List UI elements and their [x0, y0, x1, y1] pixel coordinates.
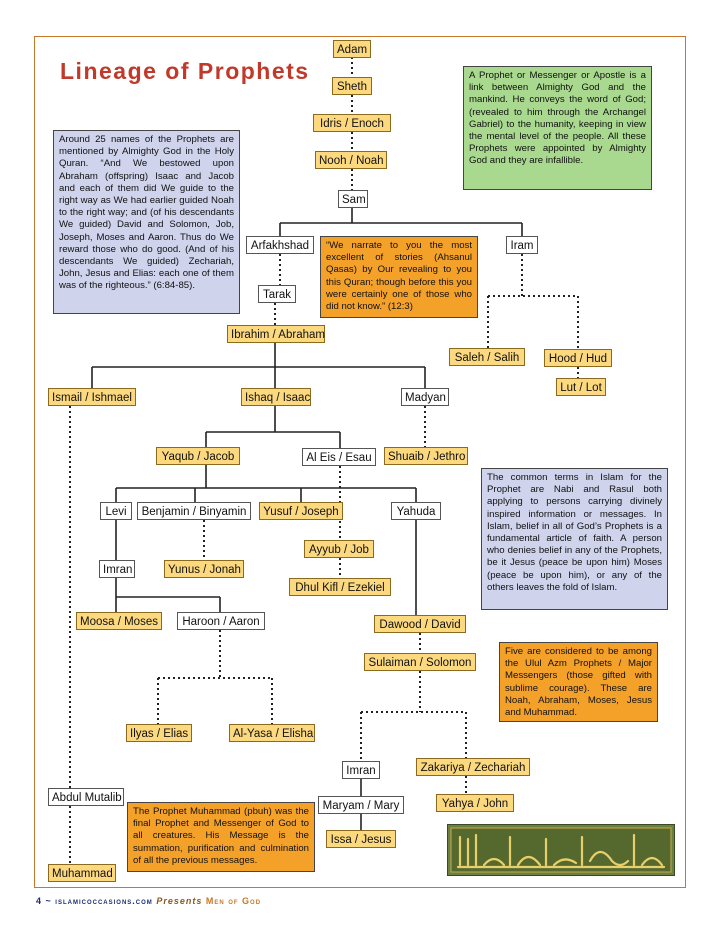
calligraphy-image	[447, 824, 675, 876]
node-adam: Adam	[333, 40, 371, 58]
footer-site: islamicoccasions.com	[55, 896, 153, 906]
footer-page-number: 4 ~	[36, 896, 52, 906]
node-tarak: Tarak	[258, 285, 296, 303]
note-quran-names: Around 25 names of the Prophets are ment…	[53, 130, 240, 314]
footer: 4 ~ islamicoccasions.com Presents Men of…	[36, 896, 261, 906]
node-sheth: Sheth	[332, 77, 372, 95]
note-messenger-definition: A Prophet or Messenger or Apostle is a l…	[463, 66, 652, 190]
node-ayyub: Ayyub / Job	[304, 540, 374, 558]
node-moosa: Moosa / Moses	[76, 612, 162, 630]
note-common-terms: The common terms in Islam for the Prophe…	[481, 468, 668, 610]
node-sulaiman: Sulaiman / Solomon	[364, 653, 476, 671]
node-sam: Sam	[338, 190, 368, 208]
node-abdul-mutalib: Abdul Mutalib	[48, 788, 124, 806]
page-border	[34, 36, 686, 888]
node-ishaq: Ishaq / Isaac	[241, 388, 311, 406]
node-issa: Issa / Jesus	[326, 830, 396, 848]
node-zakariya: Zakariya / Zechariah	[416, 758, 530, 776]
node-imran-1: Imran	[99, 560, 135, 578]
node-lut: Lut / Lot	[556, 378, 606, 396]
node-shuaib: Shuaib / Jethro	[384, 447, 468, 465]
node-al-eis: Al Eis / Esau	[302, 448, 376, 466]
node-ibrahim: Ibrahim / Abraham	[227, 325, 325, 343]
node-ismail: Ismail / Ishmael	[48, 388, 136, 406]
note-ulul-azm: Five are considered to be among the Ulul…	[499, 642, 658, 722]
node-yusuf: Yusuf / Joseph	[259, 502, 343, 520]
node-nooh: Nooh / Noah	[315, 151, 387, 169]
note-final-prophet: The Prophet Muhammad (pbuh) was the fina…	[127, 802, 315, 872]
node-haroon: Haroon / Aaron	[177, 612, 265, 630]
footer-presents: Presents	[156, 896, 203, 906]
node-ilyas: Ilyas / Elias	[126, 724, 192, 742]
node-al-yasa: Al-Yasa / Elisha	[229, 724, 315, 742]
node-yahya: Yahya / John	[436, 794, 514, 812]
node-benjamin: Benjamin / Binyamin	[137, 502, 251, 520]
footer-series: Men of God	[205, 896, 262, 906]
node-muhammad: Muhammad	[48, 864, 116, 882]
node-yunus: Yunus / Jonah	[164, 560, 244, 578]
node-hood: Hood / Hud	[544, 349, 612, 367]
page-title: Lineage of Prophets	[60, 58, 310, 84]
node-levi: Levi	[100, 502, 132, 520]
node-dhul-kifl: Dhul Kifl / Ezekiel	[289, 578, 391, 596]
note-narrate: “We narrate to you the most excellent of…	[320, 236, 478, 318]
node-saleh: Saleh / Salih	[449, 348, 525, 366]
node-imran-2: Imran	[342, 761, 380, 779]
node-yahuda: Yahuda	[391, 502, 441, 520]
node-maryam: Maryam / Mary	[318, 796, 404, 814]
node-madyan: Madyan	[401, 388, 449, 406]
node-iram: Iram	[506, 236, 538, 254]
node-arfakhshad: Arfakhshad	[246, 236, 314, 254]
node-idris: Idris / Enoch	[313, 114, 391, 132]
node-dawood: Dawood / David	[374, 615, 466, 633]
node-yaqub: Yaqub / Jacob	[156, 447, 240, 465]
